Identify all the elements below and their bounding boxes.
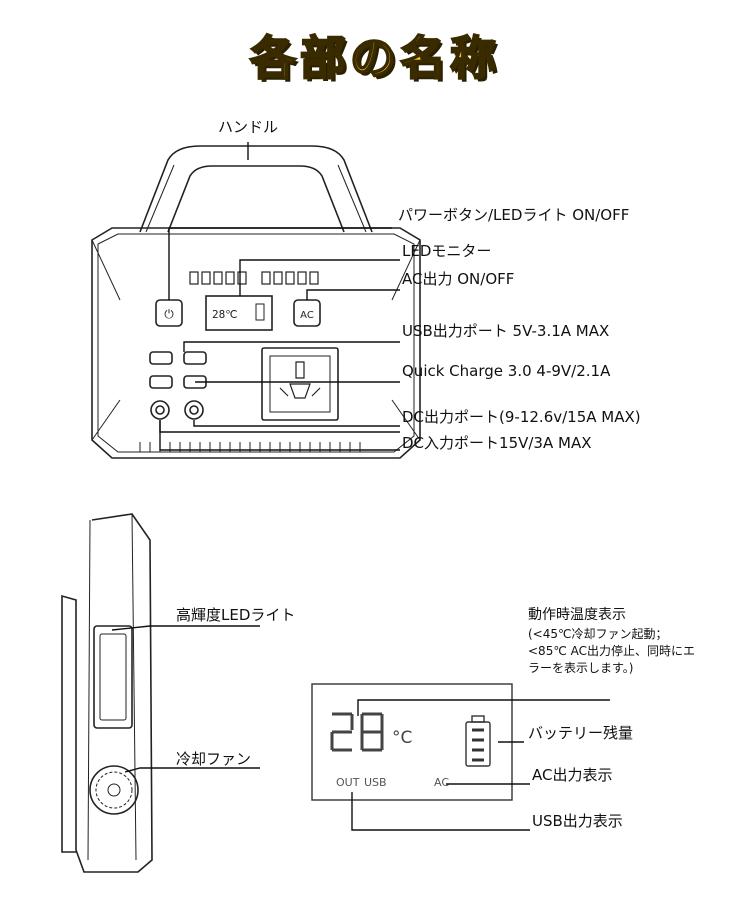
label-temp-title: 動作時温度表示 — [528, 607, 626, 623]
label-ac-output-switch: AC出力 ON/OFF — [402, 270, 515, 288]
side-body — [61, 513, 153, 873]
dc-output-port — [150, 400, 170, 420]
label-ac-indicator: AC出力表示 — [532, 766, 613, 784]
front-view — [91, 145, 421, 459]
side-fan — [89, 765, 139, 815]
front-leaders — [159, 142, 400, 451]
label-temp-note: (<45℃冷却ファン起動；<85℃ AC出力停止、同時にエラーを表示します。) — [528, 627, 695, 675]
ac-outlet — [261, 347, 339, 421]
handle — [139, 145, 373, 233]
lcd-detail — [311, 683, 513, 801]
label-quick-charge: Quick Charge 3.0 4-9V/2.1A — [402, 362, 611, 380]
usb-port-3 — [149, 375, 173, 389]
label-led-monitor: LEDモニター — [402, 242, 492, 260]
label-usb-port: USB出力ポート 5V-3.1A MAX — [402, 322, 610, 340]
small-lcd — [205, 295, 273, 331]
label-battery: バッテリー残量 — [528, 724, 634, 742]
label-power-button: パワーボタン/LEDライト ON/OFF — [398, 206, 630, 224]
label-dc-output: DC出力ポート(9-12.6v/15A MAX) — [402, 408, 641, 426]
usb-port-1 — [149, 351, 173, 365]
power-symbol: ⏻ — [164, 307, 174, 321]
lcd-usb-text: USB — [364, 776, 387, 789]
lcd-ac-text: AC — [434, 776, 449, 789]
side-led-panel — [93, 625, 133, 729]
top-vents — [189, 271, 319, 285]
label-fan: 冷却ファン — [176, 750, 252, 768]
label-dc-input: DC入力ポート15V/3A MAX — [402, 434, 592, 452]
main-body — [91, 227, 421, 459]
dc-input-port — [184, 400, 204, 420]
ac-button-label: AC — [300, 310, 314, 321]
label-led-light: 高輝度LEDライト — [176, 606, 296, 624]
small-lcd-temp: 28℃ — [212, 308, 238, 321]
lcd-out-text: OUT — [336, 776, 360, 789]
label-handle: ハンドル — [218, 118, 279, 136]
lcd-leaders — [351, 699, 610, 831]
side-leaders — [111, 625, 260, 773]
lcd-digits — [330, 712, 384, 752]
lcd-unit: °C — [392, 728, 412, 748]
label-usb-indicator: USB出力表示 — [532, 812, 623, 830]
side-view — [61, 513, 153, 873]
page-title: 各部の名称 — [249, 30, 500, 86]
usb-port-2 — [183, 351, 207, 365]
